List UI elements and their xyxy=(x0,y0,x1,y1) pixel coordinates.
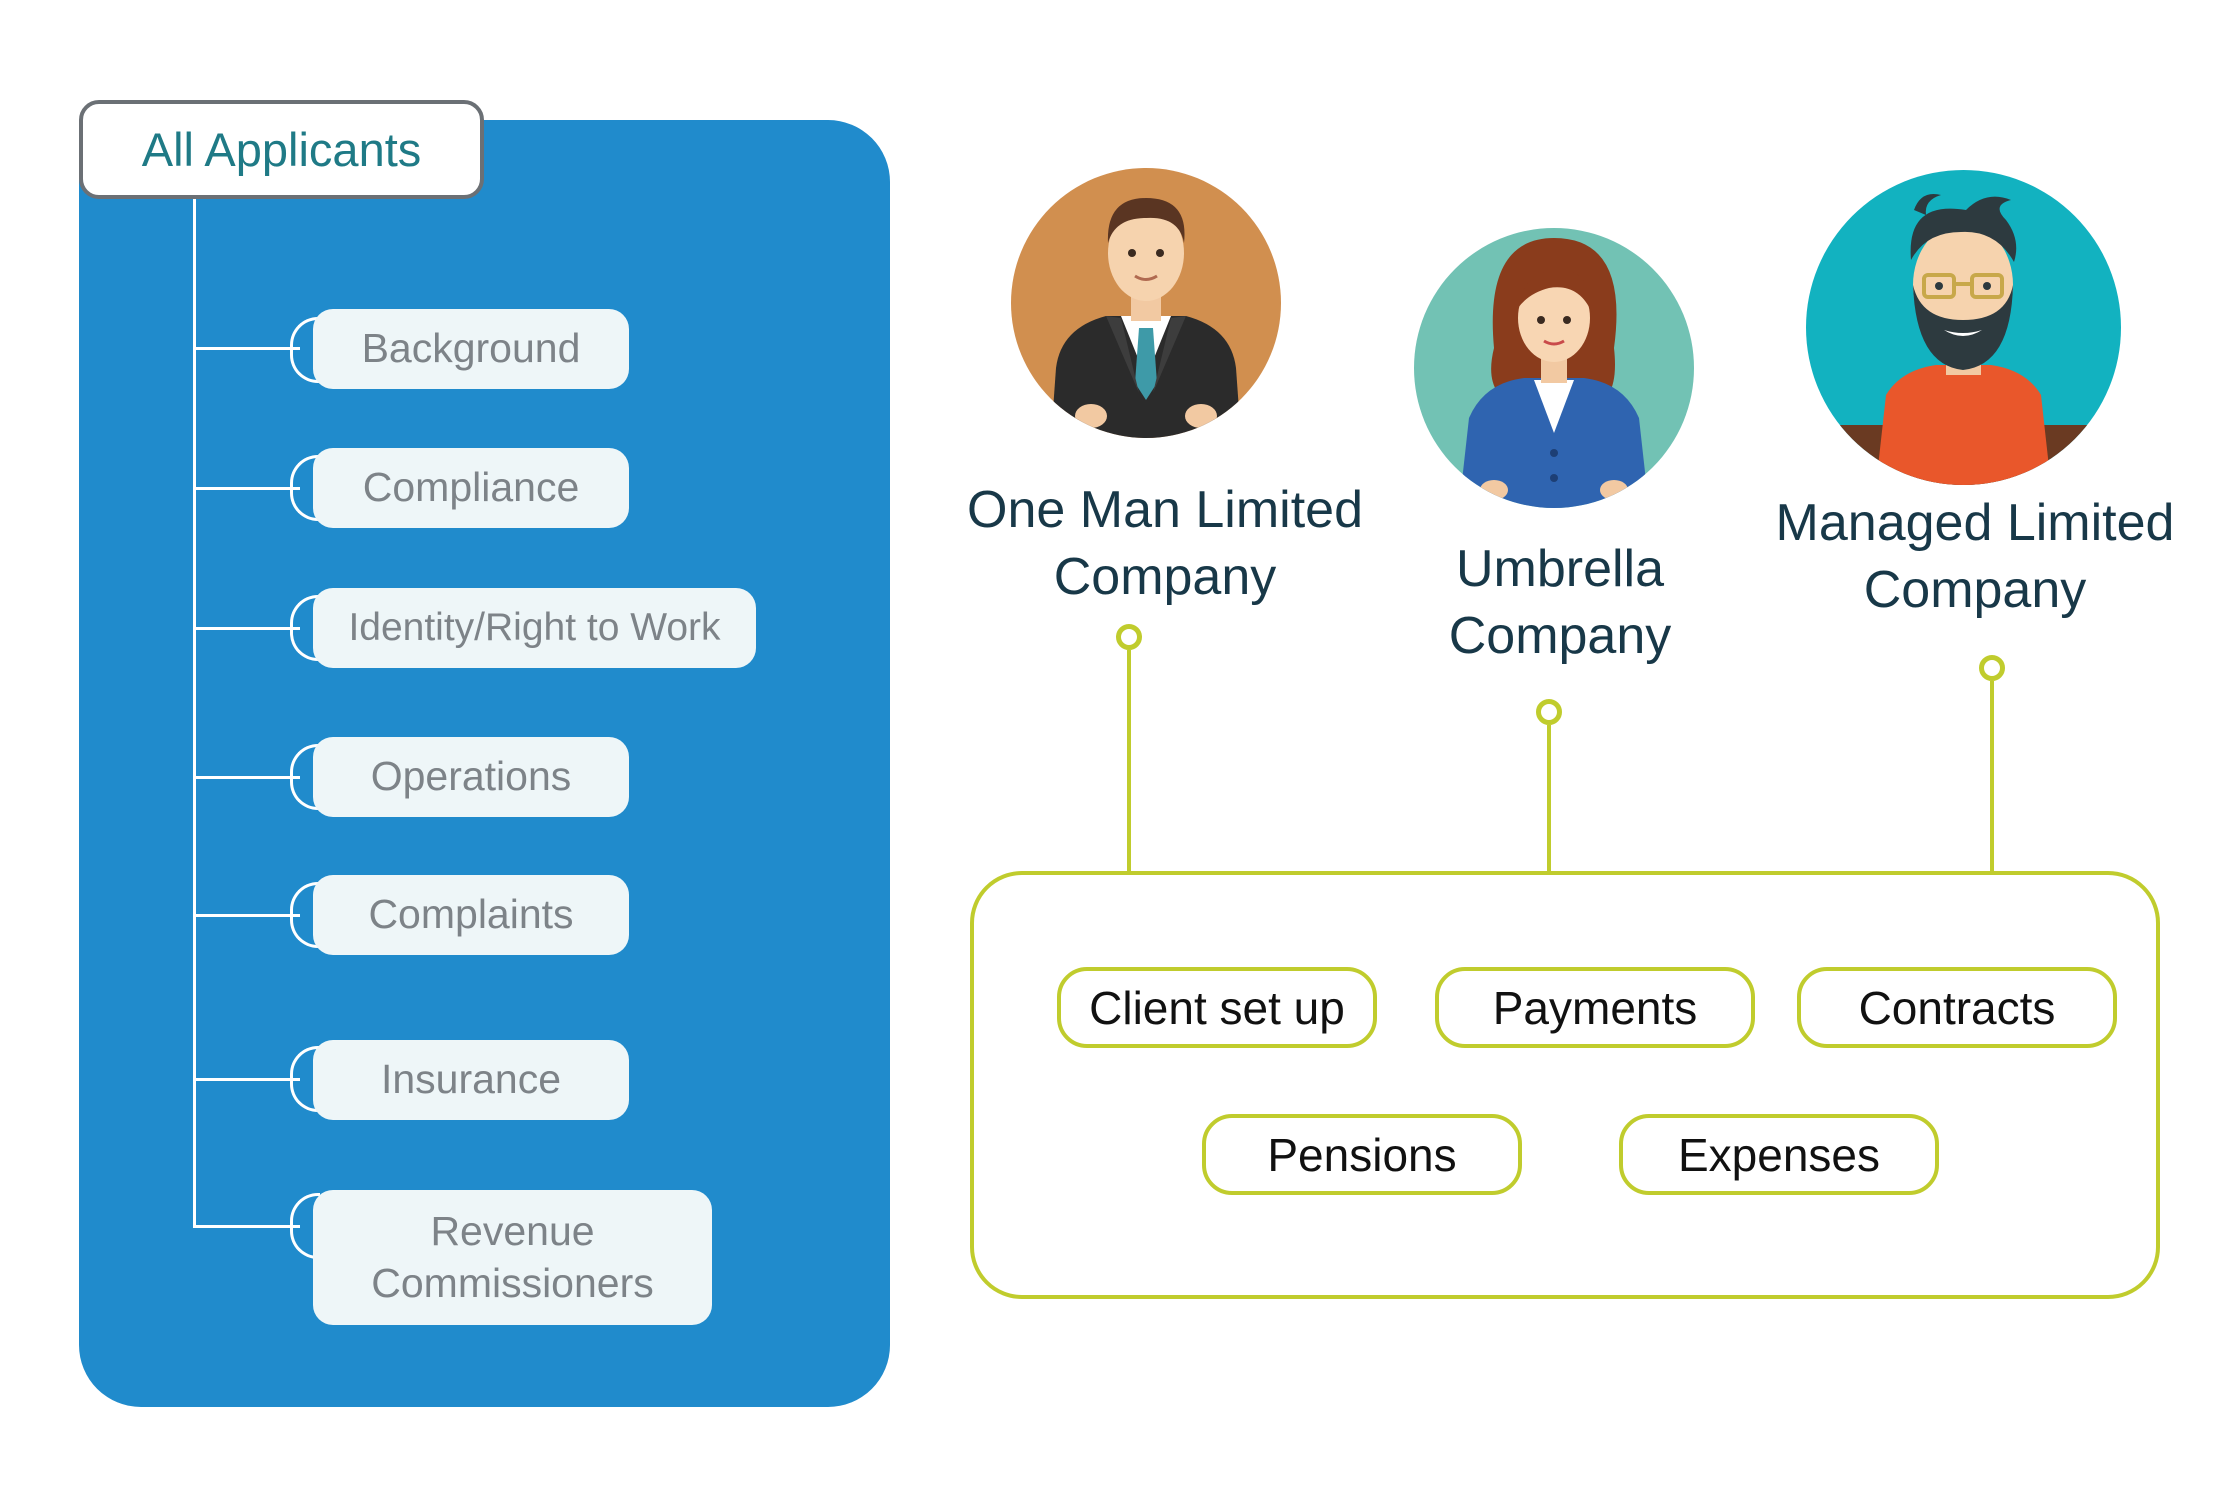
bearded-man-icon xyxy=(1806,170,2121,485)
connector-line xyxy=(1990,681,1994,873)
service-contracts[interactable]: Contracts xyxy=(1797,967,2117,1048)
tree-branch xyxy=(193,1225,300,1228)
tree-branch xyxy=(193,347,300,350)
businessman-icon xyxy=(1011,168,1281,438)
company-label-one-man: One Man Limited Company xyxy=(967,481,1363,606)
tree-branch xyxy=(193,627,300,630)
tree-branch xyxy=(193,776,300,779)
applicant-item-compliance[interactable]: Compliance xyxy=(313,448,629,528)
applicant-item-revenue-commissioners[interactable]: Revenue Commissioners xyxy=(313,1190,712,1325)
service-payments[interactable]: Payments xyxy=(1435,967,1755,1048)
connector-node xyxy=(1979,655,2005,681)
service-pensions[interactable]: Pensions xyxy=(1202,1114,1522,1195)
company-label-umbrella: Umbrella Company xyxy=(1448,540,1672,665)
tree-branch xyxy=(193,1078,300,1081)
services-box xyxy=(970,871,2160,1299)
service-client-set-up[interactable]: Client set up xyxy=(1057,967,1377,1048)
applicant-item-complaints[interactable]: Complaints xyxy=(313,875,629,955)
service-expenses[interactable]: Expenses xyxy=(1619,1114,1939,1195)
tree-branch xyxy=(193,914,300,917)
applicant-item-background[interactable]: Background xyxy=(313,309,629,389)
businesswoman-icon xyxy=(1414,228,1694,508)
applicant-item-insurance[interactable]: Insurance xyxy=(313,1040,629,1120)
tree-trunk-line xyxy=(193,199,196,1227)
connector-node xyxy=(1116,624,1142,650)
applicant-item-operations[interactable]: Operations xyxy=(313,737,629,817)
connector-node xyxy=(1536,699,1562,725)
connector-line xyxy=(1547,725,1551,873)
applicant-item-identity-right-to-work[interactable]: Identity/Right to Work xyxy=(313,588,756,668)
company-label-managed: Managed Limited Company xyxy=(1775,494,2175,619)
all-applicants-button[interactable]: All Applicants xyxy=(79,100,484,199)
tree-branch xyxy=(193,487,300,490)
connector-line xyxy=(1127,650,1131,873)
